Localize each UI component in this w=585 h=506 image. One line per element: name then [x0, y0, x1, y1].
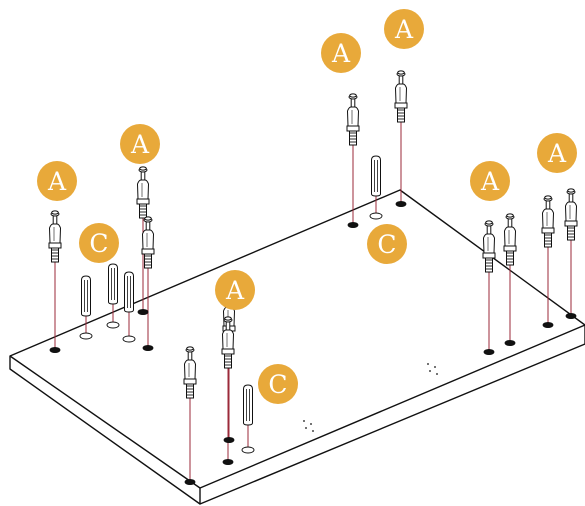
- pilot-hole-icon: [137, 308, 149, 315]
- wooden-dowel-icon: [108, 263, 118, 305]
- pilot-hole-icon: [395, 200, 407, 207]
- dowel-hole-icon: [79, 332, 93, 340]
- badge-circle: [215, 270, 255, 310]
- cam-bolt-icon: [136, 166, 150, 219]
- badge-circle: [321, 33, 361, 73]
- wooden-dowel-icon: [124, 271, 134, 313]
- pilot-hole-icon: [565, 312, 577, 319]
- badge-label: A: [547, 139, 567, 168]
- badge-label: A: [47, 167, 67, 196]
- callout-badge-a: A: [470, 161, 510, 201]
- pilot-hole-icon: [483, 348, 495, 355]
- pilot-hole-icon: [504, 339, 516, 346]
- callout-badge-a: A: [537, 133, 577, 173]
- dowel-hole-icon: [241, 446, 255, 454]
- callout-badge-a: A: [384, 9, 424, 49]
- badge-label: C: [268, 370, 287, 399]
- badge-circle: [79, 223, 119, 263]
- badge-label: A: [225, 276, 245, 305]
- badge-circle: [384, 9, 424, 49]
- pilot-hole-icon: [347, 221, 359, 228]
- dowel-hole-icon: [369, 212, 383, 220]
- wooden-dowel-icon: [81, 275, 91, 317]
- dowel-hole-icon: [106, 321, 120, 329]
- callout-badge-a: A: [215, 270, 255, 310]
- badge-circle: [537, 133, 577, 173]
- callout-badge-c: C: [258, 364, 298, 404]
- cam-bolt-icon: [503, 213, 517, 266]
- badge-circle: [37, 161, 77, 201]
- table-top-board: [9, 189, 585, 505]
- wooden-dowel-icon: [371, 155, 381, 197]
- badge-label: A: [394, 15, 414, 44]
- badge-label: A: [480, 167, 500, 196]
- cam-bolt-icon: [394, 70, 408, 123]
- cam-bolt-icon: [541, 195, 555, 248]
- badge-label: A: [130, 130, 150, 159]
- badge-circle: [367, 224, 407, 264]
- callout-badge-a: A: [120, 124, 160, 164]
- callout-badges: A A A A A A A C C C: [37, 9, 577, 404]
- callout-badge-c: C: [79, 223, 119, 263]
- badge-circle: [470, 161, 510, 201]
- badge-circle: [258, 364, 298, 404]
- callout-badge-c: C: [367, 224, 407, 264]
- badge-label: C: [377, 230, 396, 259]
- pilot-hole-icon: [222, 458, 234, 465]
- badge-label: A: [331, 39, 351, 68]
- badge-label: C: [89, 229, 108, 258]
- pilot-hole-icon: [542, 321, 554, 328]
- callout-badge-a: A: [321, 33, 361, 73]
- pilot-hole-icon: [184, 478, 196, 485]
- cam-bolt-icon: [346, 93, 360, 146]
- pilot-holes: [49, 200, 577, 485]
- wooden-dowel-icon: [243, 384, 253, 426]
- cam-bolt-icon: [564, 188, 578, 241]
- cam-bolt-icon: [48, 210, 62, 263]
- dowel-hole-icon: [122, 335, 136, 343]
- board-marker-dots: [303, 363, 438, 432]
- cam-bolt-icon: [141, 216, 155, 269]
- pilot-hole-icon: [223, 436, 235, 443]
- badge-circle: [120, 124, 160, 164]
- pilot-hole-icon: [49, 346, 61, 353]
- callout-badge-a: A: [37, 161, 77, 201]
- pilot-hole-icon: [142, 344, 154, 351]
